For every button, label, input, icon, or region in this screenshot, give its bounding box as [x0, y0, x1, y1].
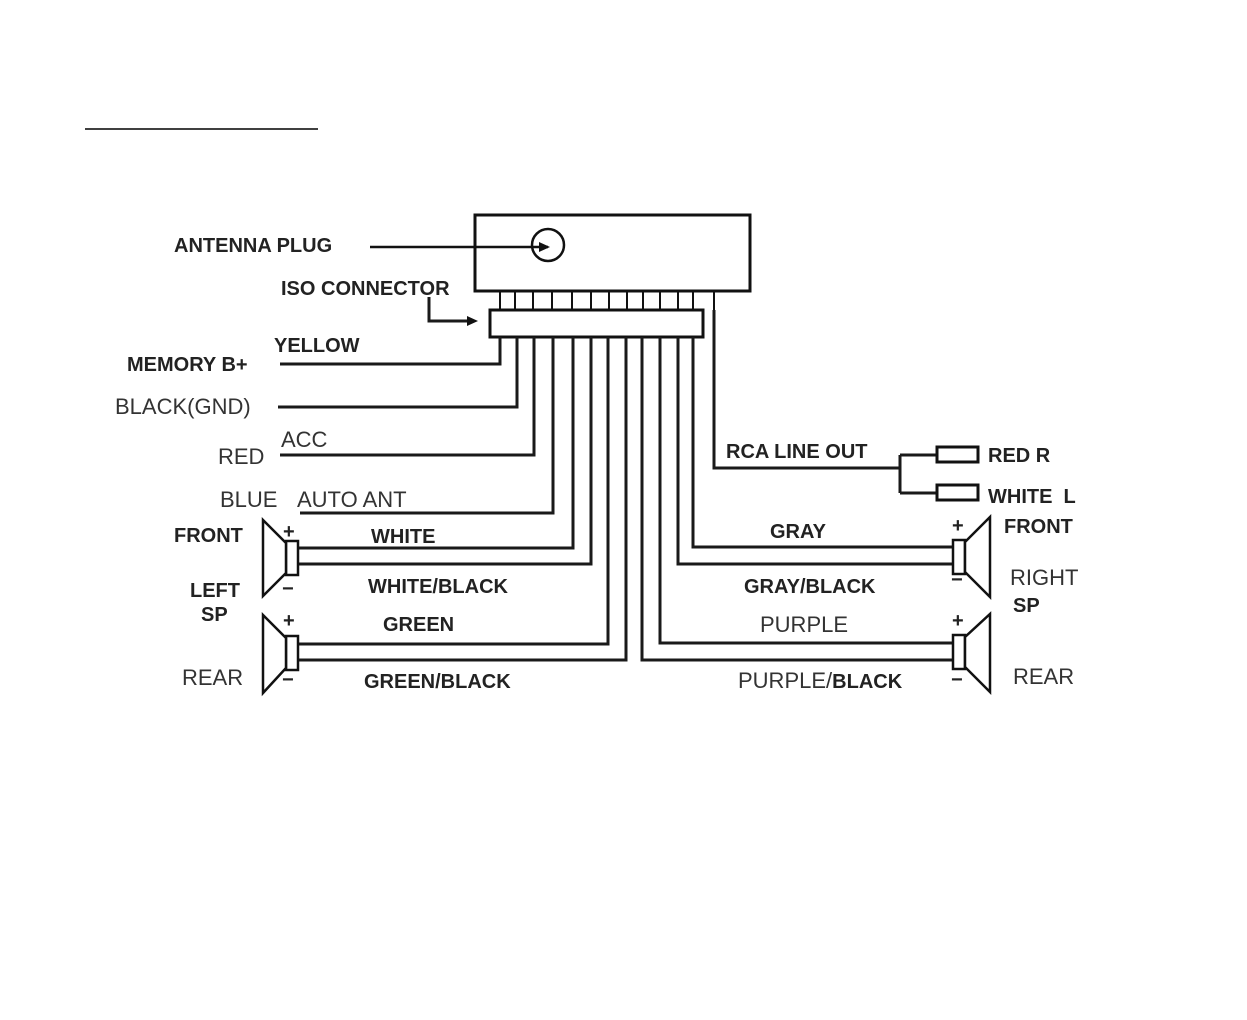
right-sp-label-2: SP: [1013, 595, 1040, 617]
speaker-rear-right: [951, 611, 992, 696]
left-sp-label: LEFT: [190, 580, 240, 602]
wire-green: [298, 337, 610, 646]
front-left-label: FRONT: [174, 525, 243, 547]
iso-connector-label: ISO CONNECTOR: [281, 278, 450, 300]
purple-wire-label: PURPLE: [760, 612, 848, 637]
white-wire-label: WHITE: [371, 526, 435, 548]
rca-line-out-label: RCA LINE OUT: [726, 441, 867, 463]
rca-red-plug: [935, 445, 980, 464]
polarity-minus: −: [282, 578, 294, 600]
white-l-label: WHITE L: [988, 486, 1076, 508]
head-unit-box: [473, 213, 752, 293]
speaker-front-left: [261, 516, 300, 600]
wire-white: [298, 337, 575, 550]
wire-white-black: [298, 337, 593, 566]
wire-rca: [712, 310, 900, 470]
purple-black-wire-label: PURPLE/BLACK: [738, 668, 903, 693]
rca-white-plug: [935, 483, 980, 502]
iso-connector-bar: [488, 308, 705, 339]
left-sp-label-2: SP: [201, 604, 228, 626]
antenna-plug-label: ANTENNA PLUG: [174, 235, 332, 257]
red-label: RED: [218, 444, 264, 469]
polarity-plus: +: [283, 610, 295, 632]
rear-right-label: REAR: [1013, 664, 1074, 689]
green-wire-label: GREEN: [383, 614, 454, 636]
purple-part: PURPLE/: [738, 668, 833, 693]
polarity-minus: −: [282, 669, 294, 691]
memory-b-label: MEMORY B+: [127, 354, 248, 376]
wire-green-black: [298, 337, 628, 662]
auto-ant-label: AUTO ANT: [297, 487, 407, 512]
right-sp-label: RIGHT: [1010, 565, 1078, 590]
black-part: BLACK: [832, 671, 903, 693]
red-r-label: RED R: [988, 445, 1051, 467]
white-black-wire-label: WHITE/BLACK: [368, 576, 509, 598]
wire-blue: [300, 337, 555, 515]
polarity-plus: +: [283, 521, 295, 543]
wire-purple: [658, 337, 952, 645]
wire-gray-black: [676, 337, 952, 566]
antenna-arrowhead: [539, 242, 550, 252]
polarity-plus: +: [952, 610, 964, 632]
yellow-label: YELLOW: [274, 335, 360, 357]
speaker-front-right: [951, 513, 992, 601]
black-gnd-label: BLACK(GND): [115, 394, 251, 419]
polarity-plus: +: [952, 515, 964, 537]
polarity-minus: −: [951, 569, 963, 591]
connector-pins: [499, 291, 715, 310]
rear-left-label: REAR: [182, 665, 243, 690]
gray-black-wire-label: GRAY/BLACK: [744, 576, 876, 598]
antenna-socket: [530, 227, 566, 263]
polarity-minus: −: [951, 669, 963, 691]
iso-connector-pointer: [427, 297, 472, 323]
wire-gray: [691, 337, 952, 549]
speaker-rear-left: [261, 611, 300, 697]
wire-red: [280, 337, 536, 457]
wire-black: [278, 337, 519, 409]
iso-arrowhead: [467, 316, 478, 326]
blue-label: BLUE: [220, 487, 277, 512]
wire-yellow: [280, 337, 502, 366]
gray-wire-label: GRAY: [770, 521, 827, 543]
green-black-wire-label: GREEN/BLACK: [364, 671, 511, 693]
front-right-label: FRONT: [1004, 516, 1073, 538]
acc-label: ACC: [281, 427, 328, 452]
wire-purple-black: [640, 337, 952, 662]
